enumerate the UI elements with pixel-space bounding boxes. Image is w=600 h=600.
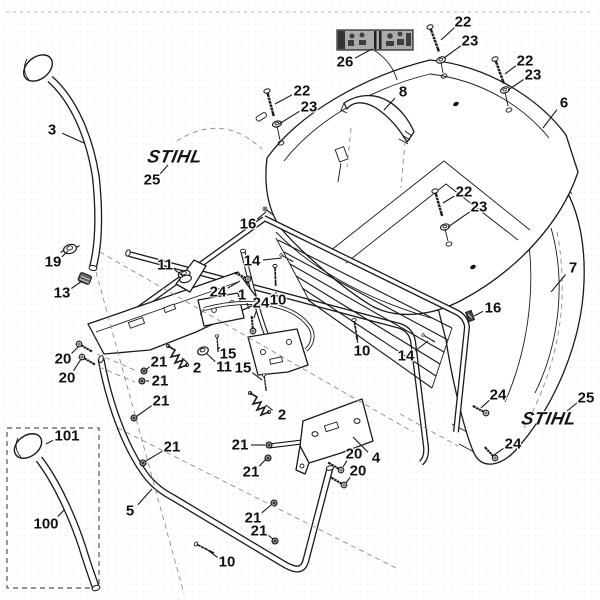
leader-lines (45, 27, 578, 558)
leader-line-100 (57, 509, 65, 517)
leader-line-21 (258, 458, 267, 467)
leader-line-24 (227, 280, 241, 289)
cover-mark-dot (453, 101, 459, 107)
lower-frame-part-5 (97, 354, 335, 573)
leader-line-21 (268, 534, 274, 540)
leader-line-2 (265, 404, 274, 411)
leader-line-21 (145, 366, 150, 371)
cover-mark-dot2 (470, 264, 476, 270)
mount-plate (87, 259, 261, 355)
leader-line-20 (73, 358, 82, 372)
leader-line-6 (542, 109, 558, 129)
leader-line-14 (262, 257, 283, 261)
leader-line-10 (208, 550, 218, 558)
tube-part-100 (35, 456, 101, 592)
leader-line-2 (181, 357, 189, 364)
safety-label-part-26 (336, 29, 414, 51)
guide-lines (95, 49, 563, 595)
clip-part-16b (464, 309, 476, 323)
leader-line-25 (566, 402, 578, 412)
leader-line-22 (442, 195, 455, 204)
leader-line-24 (493, 447, 504, 456)
leader-line-15 (251, 372, 263, 381)
tube-part-3 (22, 54, 103, 272)
leader-line-101 (45, 439, 54, 445)
leader-line-23 (447, 211, 471, 228)
latch-bracket (247, 328, 309, 376)
louver-lines (277, 239, 453, 389)
leader-line-24 (253, 310, 257, 319)
leader-line-26 (354, 48, 373, 59)
leader-line-22 (440, 27, 455, 41)
leader-line-21 (261, 504, 272, 514)
hardware-washers-23 (271, 55, 513, 248)
leader-line-4 (352, 436, 369, 453)
leader-line-20 (71, 346, 79, 354)
leader-line-11 (174, 269, 184, 277)
nut-part-19 (60, 243, 80, 255)
leader-line-23 (278, 110, 300, 125)
leader-line-23 (507, 79, 524, 91)
leader-line-21 (145, 450, 163, 462)
cover-part-6 (255, 59, 579, 319)
leader-line-22 (274, 94, 293, 105)
leader-line-11 (205, 352, 216, 363)
leader-line-14 (414, 340, 429, 352)
leader-line-22 (504, 65, 517, 75)
flange-nut-part-11 (177, 269, 192, 284)
leader-line-7 (550, 274, 567, 293)
leader-line-16 (473, 310, 484, 317)
leader-line-25 (159, 164, 169, 175)
ring-nut-part-11b (197, 346, 209, 356)
leader-line-21 (136, 405, 153, 417)
leader-line-8 (383, 97, 396, 111)
leader-line-10 (355, 335, 359, 343)
leader-line-3 (61, 132, 85, 144)
leader-line-1 (246, 302, 250, 310)
leader-line-24 (480, 399, 490, 409)
leader-line-20 (345, 476, 351, 484)
spring-part-2a (165, 343, 190, 369)
leader-line-23 (443, 45, 462, 59)
alternate-tube-box (6, 427, 101, 592)
bracket-part-4 (295, 398, 374, 475)
bow-part-1 (199, 301, 315, 352)
leader-line-5 (137, 488, 153, 506)
leader-line-13 (71, 280, 83, 289)
leader-line-20 (342, 460, 348, 468)
leader-line-19 (61, 250, 69, 258)
spring-part-2b (247, 390, 272, 416)
leader-line-16 (256, 211, 267, 220)
handle-part-8 (340, 94, 415, 145)
grip-part-101 (13, 433, 43, 459)
